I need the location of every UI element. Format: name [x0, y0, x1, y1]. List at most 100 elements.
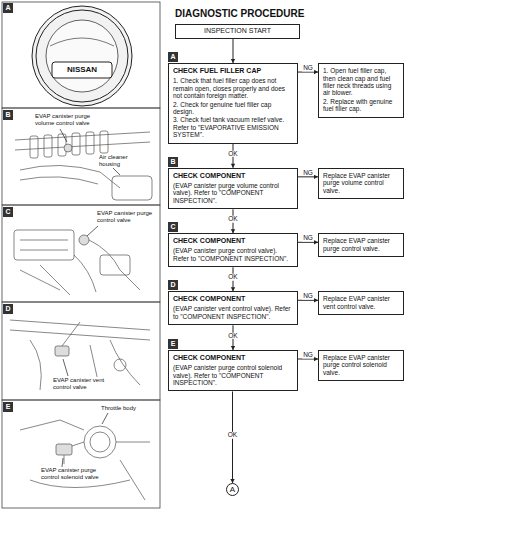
illustration-path [15, 132, 150, 150]
illustration-path [20, 240, 68, 250]
illustration-g [14, 226, 140, 295]
step-letter: C [168, 222, 178, 232]
illustration-path [87, 226, 98, 236]
edge-label: NG [302, 352, 314, 359]
illustration-path [10, 320, 150, 340]
illustration-circle [90, 432, 110, 452]
arrow-head [230, 479, 234, 483]
process-box: DCHECK COMPONENT(EVAP canister vent cont… [168, 291, 298, 325]
illustration-rect [2, 302, 160, 400]
illustration-rect [52, 62, 112, 78]
illustration-rect [14, 230, 74, 260]
circle-ring [227, 484, 239, 496]
edge-label: NG [302, 235, 314, 242]
box-text: (EVAP canister purge volume control valv… [173, 182, 293, 204]
terminal-box: INSPECTION START [175, 24, 300, 39]
illustration-path [63, 359, 68, 376]
illustration-path [60, 129, 67, 142]
action-box: 1. Open fuel filler cap, then clean cap … [318, 63, 404, 118]
diagram-title: DIAGNOSTIC PROCEDURE [175, 8, 304, 19]
process-box: ACHECK FUEL FILLER CAP1. Check that fuel… [168, 63, 298, 144]
illustration-circle [36, 10, 128, 102]
illustration-path [30, 455, 145, 500]
illustration-rect [86, 132, 94, 154]
illustration-rect [30, 136, 38, 158]
box-text: Replace EVAP canister purge control valv… [323, 237, 399, 252]
illustration-circle [64, 144, 72, 152]
step-heading: CHECK COMPONENT [173, 354, 293, 362]
illustration-rect [2, 108, 160, 205]
part-label: Air cleaner housing [98, 154, 150, 168]
illustration-rect [100, 255, 130, 275]
edge-label: NG [302, 293, 314, 300]
illustration-circle [114, 359, 126, 371]
edge-label: OK [227, 332, 238, 339]
illustration-path [50, 38, 114, 46]
illustration-path [102, 413, 108, 424]
illustration-path [62, 458, 63, 467]
illustration-circle [84, 426, 116, 458]
action-box: Replace EVAP canister purge control sole… [318, 350, 404, 381]
illustration-circle [32, 6, 132, 106]
box-text: Replace EVAP canister purge control sole… [323, 354, 399, 376]
connector-circle: A [226, 483, 239, 496]
action-box: Replace EVAP canister vent control valve… [318, 291, 404, 315]
edge-label: OK [227, 274, 238, 281]
illustration-circle [46, 20, 118, 92]
box-text: 2. Check for genuine fuel filler cap des… [173, 101, 293, 116]
part-label: EVAP canister purge volume control valve [34, 113, 102, 127]
illustration-path [74, 240, 140, 292]
illustration-path [20, 165, 120, 188]
box-text: (EVAP canister vent control valve). Refe… [173, 305, 293, 320]
illustration-rect [112, 176, 152, 200]
edge-label: NG [302, 169, 314, 176]
edge-label: OK [227, 432, 238, 439]
box-text: Replace EVAP canister purge volume contr… [323, 172, 399, 194]
step-letter: A [168, 52, 178, 62]
action-box: Replace EVAP canister purge volume contr… [318, 168, 404, 199]
illustration-circle [79, 235, 89, 245]
box-text: 2. Replace with genuine fuel filler cap. [323, 98, 399, 113]
illustration-path [30, 340, 140, 390]
box-text: Replace EVAP canister vent control valve… [323, 295, 399, 310]
panel-letter: D [3, 304, 13, 314]
process-box: CCHECK COMPONENT(EVAP canister purge con… [168, 233, 298, 267]
part-label: Throttle body [100, 405, 154, 412]
panel-letter: B [3, 110, 13, 120]
illustration-rect [55, 346, 69, 356]
connector [231, 39, 235, 63]
illustration-path [20, 420, 150, 446]
panel-letter: C [3, 207, 13, 217]
box-text: 1. Open fuel filler cap, then clean cap … [323, 67, 399, 97]
illustration-path [20, 265, 70, 295]
step-heading: CHECK COMPONENT [173, 295, 293, 303]
illustration-rect [56, 444, 72, 455]
step-letter: B [168, 157, 178, 167]
part-label: EVAP canister vent control valve [52, 377, 118, 391]
step-heading: CHECK COMPONENT [173, 237, 293, 245]
box-text: (EVAP canister purge control valve). Ref… [173, 247, 293, 262]
part-label: EVAP canister purge control valve [96, 210, 154, 224]
step-heading: CHECK FUEL FILLER CAP [173, 67, 293, 75]
step-letter: E [168, 339, 178, 349]
process-box: ECHECK COMPONENT(EVAP canister purge con… [168, 350, 298, 391]
box-text: (EVAP canister purge control solenoid va… [173, 364, 293, 386]
edge-label: OK [227, 216, 238, 223]
illustration-rect [2, 2, 160, 108]
action-box: Replace EVAP canister purge control valv… [318, 233, 404, 257]
illustration-rect [44, 135, 52, 157]
illustration-rect [72, 133, 80, 155]
box-text: 3. Check fuel tank vacuum relief valve. … [173, 116, 293, 138]
panel-letter: A [3, 3, 13, 13]
illustration-g [2, 2, 160, 508]
brand-text: NISSAN [54, 64, 110, 76]
illustration-g [32, 6, 132, 106]
box-text: INSPECTION START [179, 27, 296, 35]
illustration-g [10, 320, 150, 390]
step-letter: D [168, 280, 178, 290]
box-text: 1. Check that fuel filler cap does not r… [173, 77, 293, 99]
edge-label: NG [302, 65, 314, 72]
illustration-rect [100, 131, 108, 153]
part-label: EVAP canister purge control solenoid val… [40, 467, 112, 481]
